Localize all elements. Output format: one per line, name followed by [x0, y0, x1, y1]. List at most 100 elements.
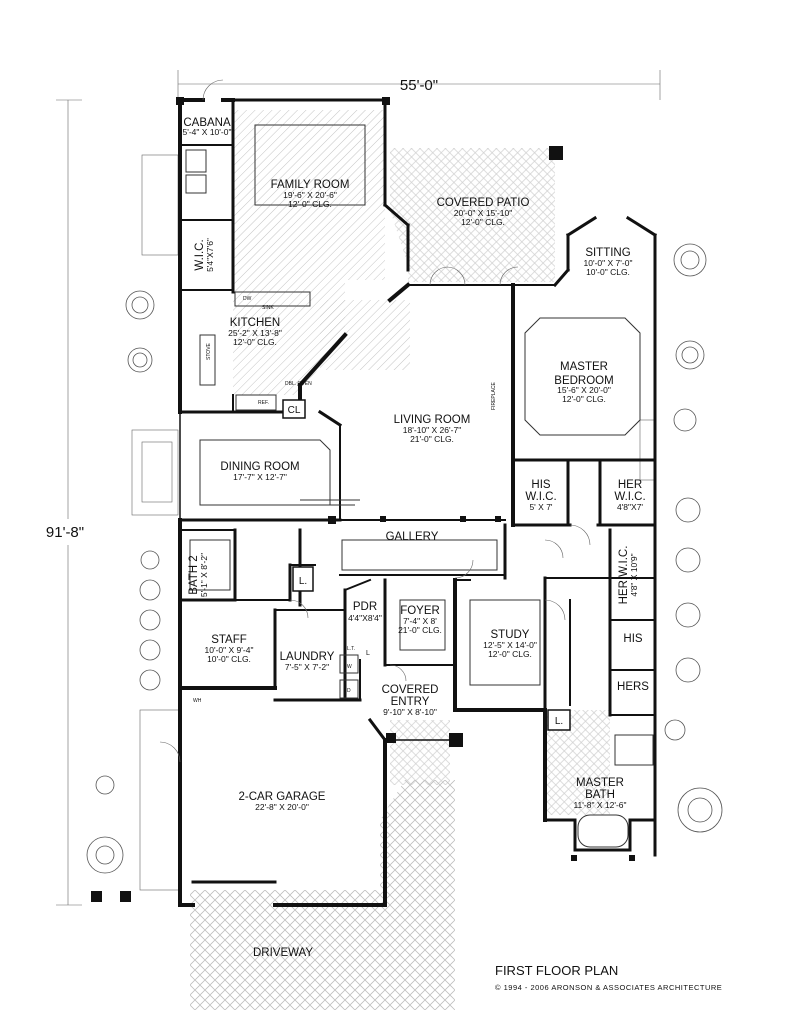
cabana-size: 5'-4" X 10'-0" [183, 127, 232, 137]
room-living-room: LIVING ROOM 18'-10" X 26'-7" 21'-0" CLG. [394, 414, 471, 444]
living-room-size: 18'-10" X 26'-7" [403, 425, 461, 435]
fixture-closet: CL [282, 399, 306, 419]
covered-entry-floor [390, 720, 450, 785]
her-wic-2-name: HER W.I.C. [618, 546, 630, 605]
dining-room-size: 17'-7" X 12'-7" [233, 472, 287, 482]
plan-title: FIRST FLOOR PLAN [495, 963, 618, 978]
room-master-bath: MASTER BATH 11'-8" X 12'-6" [573, 777, 626, 810]
dining-room-name: DINING ROOM [220, 461, 299, 473]
sink-label: SINK [262, 305, 274, 311]
copyright: © 1994 - 2006 ARONSON & ASSOCIATES ARCHI… [495, 983, 722, 992]
her-wic-2-size: 4'8" X 10'9" [629, 553, 639, 596]
columns [91, 97, 635, 902]
foyer-ceiling: 21'-0" CLG. [398, 625, 442, 635]
sitting-ceiling: 10'-0" CLG. [586, 267, 630, 277]
room-cabana: CABANA 5'-4" X 10'-0" [183, 117, 232, 137]
room-her-wic: HER W.I.C. 4'8"X7' [614, 479, 645, 512]
his-name: HIS [623, 633, 643, 645]
her-wic-size: 4'8"X7' [617, 502, 643, 512]
room-pdr: PDR 4'4"X8'4" [348, 601, 382, 623]
sitting-size: 10'-0" X 7'-0" [584, 258, 633, 268]
room-study: STUDY 12'-5" X 14'-0" 12'-0" CLG. [483, 629, 537, 659]
master-bedroom-ceiling: 12'-0" CLG. [562, 394, 606, 404]
pdr-size: 4'4"X8'4" [348, 613, 382, 623]
linen-3-label: L [366, 650, 370, 657]
room-garage: 2-CAR GARAGE 22'-8" X 20'-0" [239, 791, 326, 812]
covered-patio-size: 20'-0" X 15'-10" [454, 208, 512, 218]
her-wic-name-2: W.I.C. [614, 491, 645, 503]
room-laundry: LAUNDRY 7'-5" X 7'-2" [280, 651, 335, 672]
study-size: 12'-5" X 14'-0" [483, 640, 537, 650]
laundry-name: LAUNDRY [280, 651, 335, 663]
sitting-name: SITTING [585, 247, 630, 259]
master-bedroom-name-2: BEDROOM [554, 375, 613, 387]
staff-name: STAFF [211, 634, 247, 646]
study-name: STUDY [491, 629, 530, 641]
room-dining-room: DINING ROOM 17'-7" X 12'-7" [220, 461, 299, 482]
garage-size: 22'-8" X 20'-0" [255, 802, 309, 812]
covered-patio-ceiling: 12'-0" CLG. [461, 217, 505, 227]
cabana-name: CABANA [183, 117, 231, 129]
room-kitchen: KITCHEN 25'-2" X 13'-8" 12'-0" CLG. [228, 317, 282, 347]
covered-entry-name-1: COVERED [382, 684, 439, 696]
wic-left-name: W.I.C. [194, 239, 206, 270]
room-master-bedroom: MASTER BEDROOM 15'-6" X 20'-0" 12'-0" CL… [554, 361, 613, 404]
his-wic-name-2: W.I.C. [525, 491, 556, 503]
living-room-ceiling: 21'-0" CLG. [410, 434, 454, 444]
covered-entry-size: 9'-10" X 8'-10" [383, 707, 437, 717]
fixture-linen-1: L. [292, 566, 314, 592]
fireplace-label: FIREPLACE [491, 382, 497, 410]
hers-name: HERS [617, 681, 649, 693]
closet-label: CL [288, 405, 301, 416]
master-bath-name-2: BATH [585, 789, 615, 801]
depth-dimension-label: 91'-8" [46, 524, 84, 541]
master-bedroom-name-1: MASTER [560, 361, 608, 373]
room-sitting: SITTING 10'-0" X 7'-0" 10'-0" CLG. [584, 247, 633, 277]
double-oven-label: DBL. OVEN [285, 381, 312, 387]
linen-1-label: L. [299, 576, 307, 587]
room-her-wic-2: HER W.I.C. 4'8" X 10'9" [618, 546, 639, 605]
floor-finishes [190, 110, 610, 1010]
fixture-linen-2: L. [547, 709, 571, 731]
room-wic-left: W.I.C. 5'4"X7'6" [194, 238, 215, 272]
his-wic-name-1: HIS [531, 479, 551, 491]
landscaping [86, 243, 723, 874]
staff-ceiling: 10'-0" CLG. [207, 654, 251, 664]
his-wic-size: 5' X 7' [529, 502, 552, 512]
master-bath-size: 11'-8" X 12'-6" [573, 800, 626, 810]
pdr-name: PDR [353, 601, 377, 613]
kitchen-size: 25'-2" X 13'-8" [228, 328, 282, 338]
room-family-room: FAMILY ROOM 19'-6" X 20'-6" 12'-0" CLG. [271, 179, 350, 209]
interior-details [185, 124, 654, 848]
driveway-name: DRIVEWAY [253, 947, 313, 959]
family-room-ceiling: 12'-0" CLG. [288, 199, 332, 209]
width-dimension-label: 55'-0" [400, 77, 438, 94]
family-room-floor [233, 110, 385, 280]
family-room-size: 19'-6" X 20'-6" [283, 190, 337, 200]
staff-size: 10'-0" X 9'-4" [205, 645, 254, 655]
ref-label: REF. [258, 400, 269, 406]
linen-2-label: L. [555, 716, 563, 727]
study-ceiling: 12'-0" CLG. [488, 649, 532, 659]
room-his-wic: HIS W.I.C. 5' X 7' [525, 479, 556, 512]
covered-patio-floor [390, 148, 555, 282]
her-wic-name-1: HER [618, 479, 642, 491]
bath2-name: BATH 2 [188, 555, 200, 594]
room-covered-entry: COVERED ENTRY 9'-10" X 8'-10" [382, 684, 439, 717]
room-foyer: FOYER 7'-4" X 8' 21'-0" CLG. [398, 605, 442, 635]
laundry-size: 7'-5" X 7'-2" [285, 662, 329, 672]
washer-label: W [347, 664, 352, 670]
dishwasher-label: DW [243, 296, 252, 302]
foyer-size: 7'-4" X 8' [403, 616, 437, 626]
kitchen-ceiling: 12'-0" CLG. [233, 337, 277, 347]
foyer-name: FOYER [400, 605, 440, 617]
gallery-name: GALLERY [386, 531, 439, 543]
covered-patio-name: COVERED PATIO [437, 197, 530, 209]
wic-left-size: 5'4"X7'6" [205, 238, 215, 272]
water-heater-label: WH [193, 698, 202, 704]
depth-dimension [18, 99, 113, 906]
master-bedroom-size: 15'-6" X 20'-0" [557, 385, 611, 395]
covered-entry-name-2: ENTRY [391, 696, 430, 708]
master-bath-name-1: MASTER [576, 777, 624, 789]
width-dimension [177, 70, 661, 100]
